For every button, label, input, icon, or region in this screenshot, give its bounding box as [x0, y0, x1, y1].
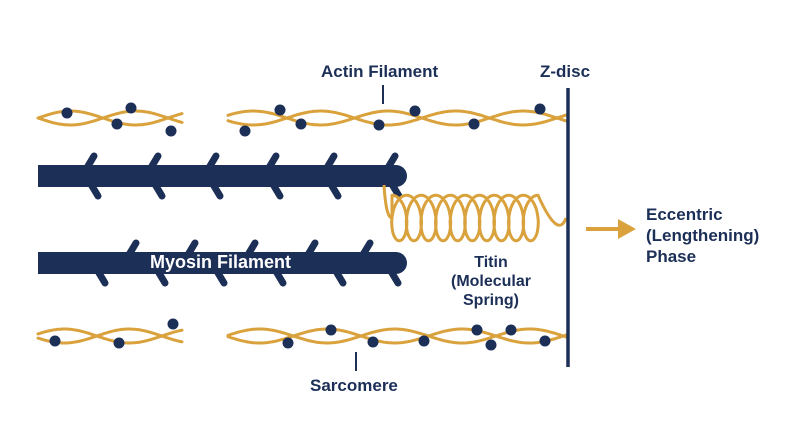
phase-label-line1: Eccentric — [646, 205, 723, 224]
titin-label-line2: (Molecular — [450, 273, 531, 290]
bottom-actin-right-bead-8 — [539, 335, 551, 347]
zdisc-label: Z-disc — [540, 62, 591, 81]
bottom-actin-left-bead-1 — [49, 335, 61, 347]
myosin-bottom-head-down-6 — [382, 259, 402, 287]
bottom-actin-right-strand-1 — [226, 327, 568, 345]
myosin-top-head-down-3 — [204, 172, 224, 200]
top-actin-left-bead-4 — [165, 125, 177, 137]
bottom-actin-left-strand-1 — [36, 327, 184, 345]
bottom-actin-left-bead-3 — [167, 318, 179, 330]
phase-label-line3: Phase — [646, 247, 697, 266]
myosin-top-head-down-1 — [82, 172, 102, 200]
myosin-bottom-head-down-3 — [208, 259, 228, 287]
phase-label: Eccentric (Lengthening) Phase — [646, 204, 759, 267]
top-actin-right-bead-6 — [468, 118, 480, 130]
top-actin-right-strand-2 — [226, 109, 568, 127]
bottom-actin-right-bead-3 — [367, 336, 379, 348]
bottom-actin-right-bead-7 — [485, 339, 497, 351]
myosin-top-head-down-5 — [322, 172, 342, 200]
top-actin-left-bead-3 — [111, 118, 123, 130]
myosin-top-head-down-4 — [264, 172, 284, 200]
top-actin-left-bead-2 — [125, 102, 137, 114]
myosin-top-head-down-6 — [383, 172, 403, 200]
myosin-bottom-head-up-2 — [179, 239, 199, 267]
phase-label-line2: (Lengthening) — [646, 226, 760, 245]
titin-spring — [382, 184, 568, 243]
myosin-bottom-head-down-5 — [327, 259, 347, 287]
myosin-bottom-head-up-3 — [239, 239, 259, 267]
titin-label-line1: Titin — [474, 254, 508, 271]
top-actin-right-bead-5 — [409, 105, 421, 117]
myosin-bottom-head-down-2 — [149, 259, 169, 287]
myosin-top-head-down-2 — [146, 172, 166, 200]
top-actin-right-bead-7 — [534, 103, 546, 115]
sarcomere-label: Sarcomere — [310, 376, 398, 395]
myosin-bottom-head-down-1 — [89, 259, 109, 287]
titin-label: Titin (Molecular Spring) — [446, 253, 536, 310]
myosin-bottom-head-up-4 — [299, 239, 319, 267]
bottom-actin-right-bead-5 — [471, 324, 483, 336]
bottom-actin-left-bead-2 — [113, 337, 125, 349]
bottom-actin-left-strand-2 — [36, 327, 184, 345]
bottom-actin-right-bead-4 — [418, 335, 430, 347]
top-actin-left-bead-1 — [61, 107, 73, 119]
myosin-bottom-head-down-4 — [267, 259, 287, 287]
bottom-actin-right-bead-1 — [282, 337, 294, 349]
myosin-label: Myosin Filament — [150, 252, 292, 272]
bottom-actin-right-bead-2 — [325, 324, 337, 336]
bottom-actin-right-bead-6 — [505, 324, 517, 336]
actin-label: Actin Filament — [321, 62, 439, 81]
top-actin-right-strand-1 — [226, 109, 568, 127]
top-actin-right-bead-4 — [373, 119, 385, 131]
myosin-bottom-head-up-5 — [354, 239, 374, 267]
titin-label-line3: Spring) — [463, 292, 519, 309]
top-actin-right-bead-2 — [274, 104, 286, 116]
top-actin-left-strand-1 — [36, 109, 184, 127]
top-actin-right-bead-3 — [295, 118, 307, 130]
top-actin-right-bead-1 — [239, 125, 251, 137]
myosin-bottom-head-up-1 — [120, 239, 140, 267]
arrow-right-icon — [618, 219, 636, 239]
